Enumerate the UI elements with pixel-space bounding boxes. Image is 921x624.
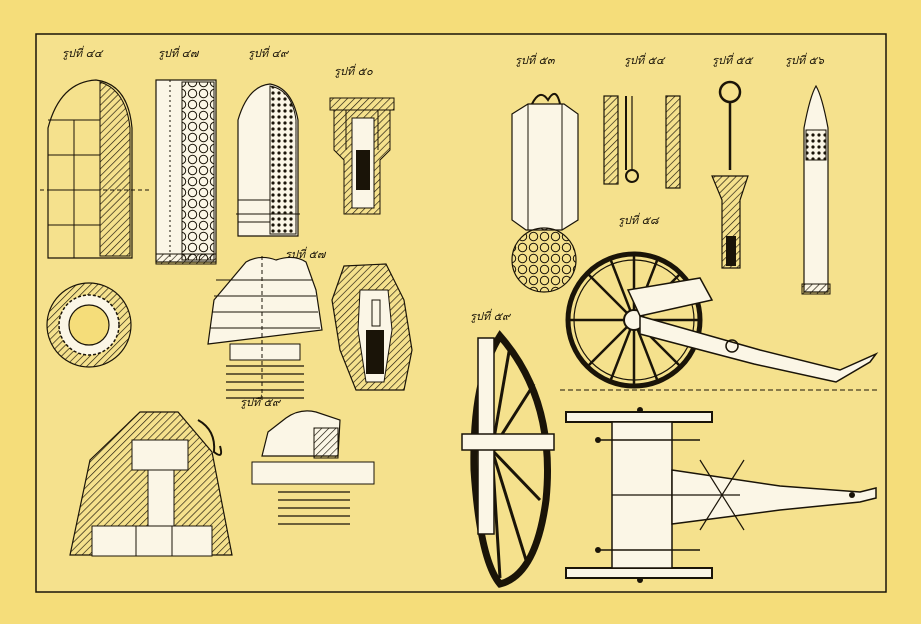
fuze-wrench-figure-55: [711, 80, 749, 269]
figure-label-53: รูปที่ ๕๓: [515, 52, 556, 67]
gun-carriage-side-view-figure-58: [560, 251, 880, 391]
figure-label-47: รูปที่ ๔๗: [158, 45, 200, 60]
shell-nose-section: [69, 411, 233, 557]
shell-figure-44: [40, 79, 150, 259]
charge-container-figure-53: [511, 93, 579, 293]
gun-carriage-wheel-figure-60: [461, 330, 555, 588]
figure-label-54: รูปที่ ๕๔: [624, 52, 666, 67]
figure-label-59: รูปที่ ๕๙: [240, 394, 282, 409]
fuze-section-figure: [331, 263, 413, 391]
gun-carriage-top-view: [565, 407, 877, 583]
figure-label-55: รูปที่ ๕๕: [712, 52, 754, 67]
figure-label-58: รูปที่ ๕๘: [618, 212, 660, 227]
figure-label-49: รูปที่ ๔๙: [248, 45, 290, 60]
fuze-exterior-figure: [207, 256, 323, 402]
ring-section: [46, 282, 132, 368]
figure-label-50: รูปที่ ๕๐: [334, 63, 373, 78]
shell-figure-47: [155, 79, 217, 265]
primer-tubes-figure-54: [603, 95, 681, 189]
figure-label-60: รูปที่ ๕๙: [470, 308, 512, 323]
cartridge-figure-56: [801, 84, 831, 295]
figure-label-44: รูปที่ ๔๔: [62, 45, 104, 60]
fuze-figure-59: [251, 410, 375, 525]
shell-figure-49: [236, 83, 300, 237]
fuze-figure-50: [329, 97, 395, 215]
figure-label-56: รูปที่ ๕๖: [785, 52, 825, 67]
